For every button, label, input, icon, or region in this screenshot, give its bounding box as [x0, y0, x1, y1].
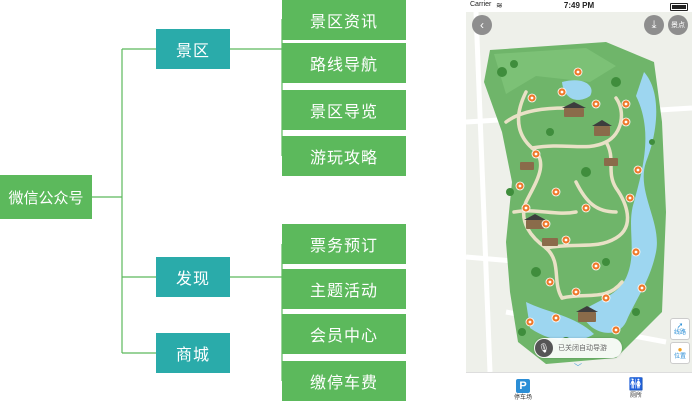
microphone-icon: 🎙: [535, 339, 553, 357]
toilet-icon: 🚻: [628, 377, 644, 391]
route-label: 线路: [673, 330, 686, 336]
leaf-route-navigation: 路线导航: [282, 43, 406, 83]
leaf-theme-activities: 主题活动: [282, 269, 406, 309]
scenic-spots-button[interactable]: 景点: [668, 15, 688, 35]
back-button[interactable]: ‹: [472, 15, 492, 35]
parking-tab[interactable]: P 停车场: [503, 376, 543, 403]
branch-discover: 发现: [156, 257, 230, 297]
leaf-ticket-booking: 票务预订: [282, 224, 406, 264]
route-icon: ➚: [676, 321, 684, 330]
leaf-member-center: 会员中心: [282, 314, 406, 354]
wifi-icon: ≋: [496, 1, 503, 10]
toilet-label: 厕所: [629, 393, 642, 399]
toilet-tab[interactable]: 🚻 厕所: [616, 376, 656, 401]
chevron-down-icon[interactable]: ﹀: [574, 363, 582, 372]
back-arrow-icon: ‹: [480, 18, 484, 32]
leaf-travel-tips: 游玩攻略: [282, 136, 406, 176]
route-button[interactable]: ➚ 线路: [670, 318, 690, 340]
voice-guide-toggle[interactable]: 🎙 已关闭自动导游: [534, 338, 622, 358]
location-label: 位置: [673, 354, 686, 360]
voice-guide-text: 已关闭自动导游: [558, 345, 607, 352]
bottom-bar: P 停车场 🚻 厕所: [466, 372, 692, 406]
status-time: 7:49 PM: [563, 1, 595, 10]
scenic-spots-label: 景点: [671, 22, 685, 29]
root-node: 微信公众号: [0, 175, 92, 219]
carrier-label: Carrier: [470, 1, 492, 8]
parking-icon: P: [516, 379, 530, 393]
leaf-scenic-news: 景区资讯: [282, 0, 406, 40]
download-icon: ⤓: [651, 18, 657, 31]
battery-icon: [670, 3, 688, 11]
phone-screenshot: Carrier ≋ 7:49 PM: [466, 0, 692, 406]
parking-label: 停车场: [513, 395, 532, 401]
branch-mall: 商城: [156, 333, 230, 373]
leaf-scenic-guide: 景区导览: [282, 90, 406, 130]
location-button[interactable]: ● 位置: [670, 342, 690, 364]
status-bar: Carrier ≋ 7:49 PM: [466, 0, 692, 12]
leaf-parking-payment: 缴停车费: [282, 361, 406, 401]
branch-scenic-area: 景区: [156, 29, 230, 69]
park-map[interactable]: [466, 12, 692, 372]
map-marker-icon: [515, 67, 647, 335]
location-icon: ●: [677, 345, 683, 354]
download-button[interactable]: ⤓: [644, 15, 664, 35]
